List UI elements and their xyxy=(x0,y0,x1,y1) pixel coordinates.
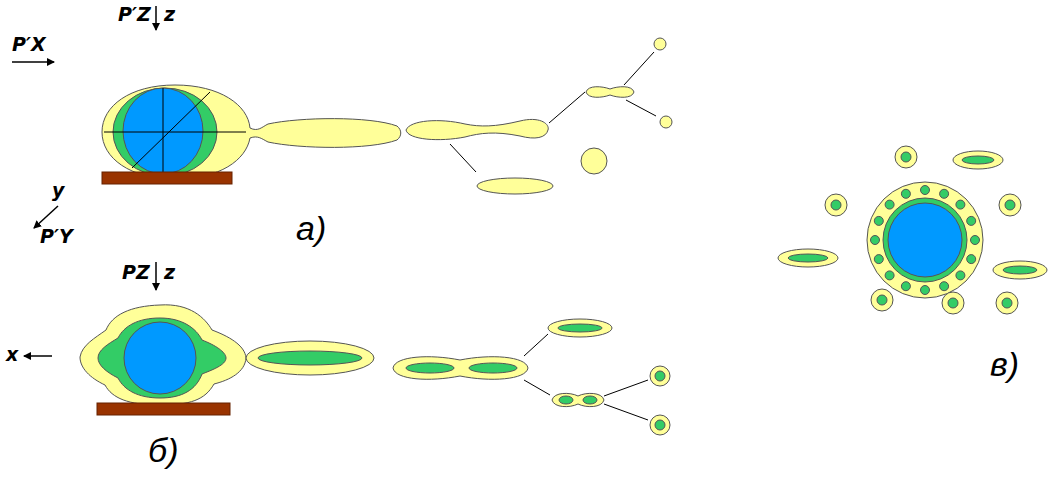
drop-dot xyxy=(956,271,965,280)
axis-label: x xyxy=(6,344,18,365)
axis-label: z xyxy=(164,4,175,25)
drop-dot xyxy=(901,282,910,291)
force-label: P′X xyxy=(12,34,46,55)
drop-dot xyxy=(874,255,883,264)
axis-label: z xyxy=(164,262,175,283)
drop-dot xyxy=(874,216,883,225)
drop-dot xyxy=(956,200,965,209)
drop-dot xyxy=(921,186,930,195)
drop-dot xyxy=(885,200,894,209)
drop-dot xyxy=(885,271,894,280)
drop-dot xyxy=(901,189,910,198)
drop-dot xyxy=(971,236,980,245)
panel-label: а) xyxy=(296,210,326,247)
drop-dot xyxy=(921,286,930,295)
drop-dot xyxy=(871,236,880,245)
drop-dot xyxy=(967,216,976,225)
panel-label: б) xyxy=(148,432,178,469)
force-label: P′Y xyxy=(40,226,73,247)
drop-dot xyxy=(967,255,976,264)
panel-label: в) xyxy=(990,346,1019,383)
drop-dot xyxy=(940,282,949,291)
force-label: P′Z xyxy=(118,4,151,25)
axis-label: y xyxy=(52,180,64,201)
drop-dot xyxy=(940,189,949,198)
force-label: PZ xyxy=(122,262,150,283)
